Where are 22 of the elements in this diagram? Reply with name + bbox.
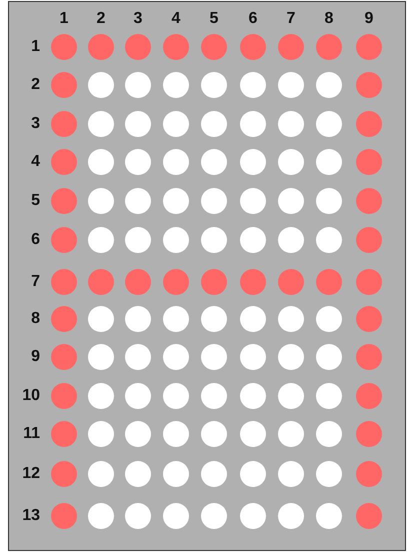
row-number: 6 — [31, 231, 40, 249]
row-number: 1 — [31, 38, 40, 56]
row-number: 13 — [22, 507, 40, 525]
column-number: 7 — [286, 10, 296, 28]
row-number: 8 — [31, 310, 40, 328]
row-number: 12 — [22, 465, 40, 483]
column-number: 3 — [134, 10, 142, 28]
column-number: 9 — [364, 10, 374, 28]
column-number: 4 — [172, 10, 180, 28]
row-number: 4 — [31, 153, 40, 171]
row-number: 2 — [31, 76, 40, 94]
row-number: 5 — [31, 192, 40, 210]
row-number: 3 — [31, 115, 40, 133]
row-number: 11 — [23, 425, 40, 443]
row-number: 7 — [31, 273, 40, 291]
row-number: 9 — [31, 348, 40, 366]
column-number: 2 — [96, 10, 106, 28]
column-number: 8 — [324, 10, 334, 28]
row-number: 10 — [22, 387, 40, 405]
column-number: 6 — [248, 10, 258, 28]
column-number: 5 — [210, 10, 218, 28]
column-number: 1 — [60, 10, 68, 28]
